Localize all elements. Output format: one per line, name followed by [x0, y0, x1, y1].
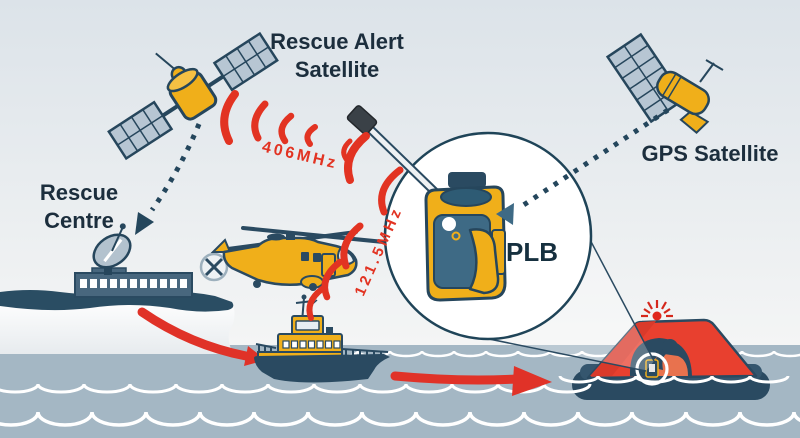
satellite-dish-icon	[92, 223, 132, 269]
wave-line	[0, 411, 800, 427]
device-grip	[468, 228, 500, 295]
rescue-centre-label-line1: Rescue	[40, 180, 118, 205]
stern-railing	[255, 343, 277, 353]
signal-arc-icon	[378, 166, 404, 216]
boat-heading-arrow	[390, 366, 552, 396]
gps-to-plb-link	[496, 107, 670, 225]
label-plb: PLB	[506, 237, 558, 267]
rescue-alert-satellite-label-line1: Rescue Alert	[270, 29, 404, 54]
rescue-alert-satellite-icon	[107, 31, 279, 161]
tail-fin	[210, 238, 232, 253]
diagram-labels: Rescue Alert Satellite GPS Satellite Res…	[40, 29, 779, 233]
rescue-centre-building	[74, 223, 193, 298]
signal-arc-icon	[341, 138, 353, 162]
rotor-blade	[241, 226, 406, 246]
signal-arc-icon	[321, 258, 344, 301]
signal-arcs-121-5mhz	[306, 132, 404, 321]
solar-panel	[212, 31, 279, 92]
gps-body	[656, 70, 710, 134]
rotor-hub	[286, 232, 295, 240]
wave-line	[0, 383, 592, 394]
signal-arc-icon	[304, 124, 318, 147]
device-cap	[448, 172, 486, 188]
rescue-alert-satellite-label-line2: Satellite	[295, 57, 379, 82]
building-windows	[80, 279, 187, 288]
wave-line	[558, 375, 790, 384]
device-button	[442, 217, 456, 231]
signal-arc-icon	[251, 100, 269, 142]
cliff	[0, 290, 235, 354]
beacon-light-icon	[641, 300, 673, 318]
plb-device-icon	[424, 172, 507, 302]
hull	[254, 354, 390, 383]
signal-arc-icon	[344, 132, 370, 184]
solar-panel	[107, 100, 174, 161]
antenna-tip	[346, 105, 378, 135]
link-arrowhead	[496, 203, 514, 225]
signal-arcs-406mhz	[220, 90, 353, 162]
gps-satellite-label: GPS Satellite	[642, 141, 779, 166]
signal-arc-icon	[220, 90, 239, 145]
device-top-lens	[440, 187, 492, 207]
satellite-to-rescue-centre-link	[135, 123, 202, 235]
cabin-window	[313, 253, 321, 262]
link-arrowhead	[135, 212, 154, 235]
rescue-centre-label-line2: Centre	[44, 208, 114, 233]
lifeboat-icon	[254, 294, 390, 383]
signal-arc-icon	[278, 112, 295, 145]
plb-antenna	[346, 105, 441, 198]
cabin-window	[301, 252, 309, 261]
signal-arc-icon	[340, 222, 364, 270]
signal-arc-icon	[306, 286, 325, 321]
gps-antenna	[699, 62, 715, 83]
cabin-windows	[282, 340, 341, 349]
